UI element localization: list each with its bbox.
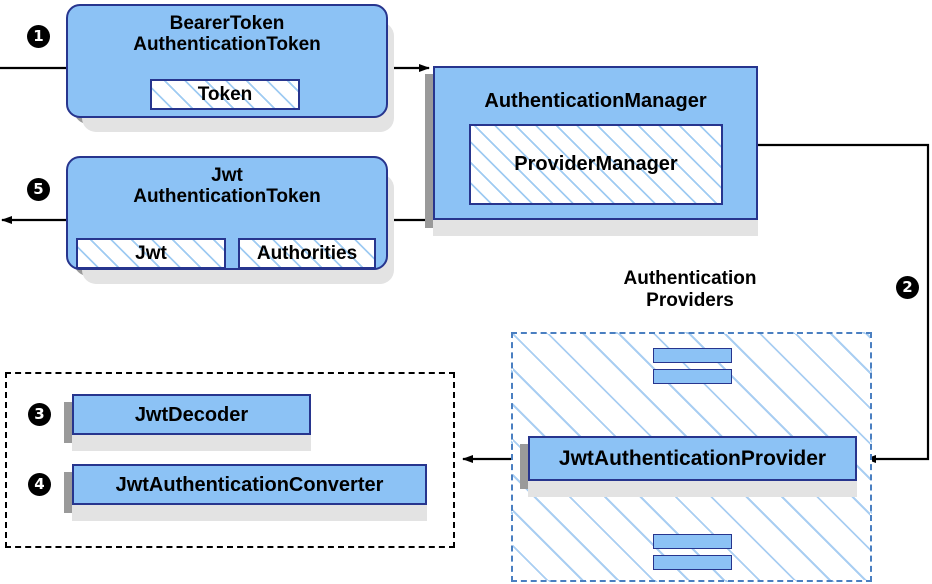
step-badge-1: 1 — [27, 25, 50, 48]
authentication-providers-caption-line1: Authentication — [623, 268, 757, 289]
other-provider-bar-top-1 — [653, 348, 732, 363]
jwt-token-title-line1: Jwt — [211, 165, 243, 186]
authentication-providers-caption: Authentication Providers — [560, 268, 820, 312]
jwt-decoder-node[interactable]: JwtDecoder — [72, 394, 311, 435]
step-badge-5: 5 — [27, 178, 50, 201]
bearer-token-field-token: Token — [150, 79, 300, 110]
bearer-token-title-line1: BearerToken — [169, 13, 285, 34]
jwt-token-field-jwt: Jwt — [76, 238, 226, 269]
jwt-helpers-group — [5, 372, 455, 548]
authentication-providers-caption-line2: Providers — [646, 289, 734, 311]
bearer-token-field-token-label: Token — [197, 83, 253, 105]
jwt-authentication-provider-node[interactable]: JwtAuthenticationProvider — [528, 436, 857, 481]
jwt-authentication-provider-label: JwtAuthenticationProvider — [558, 447, 827, 470]
provider-manager-label: ProviderManager — [514, 153, 678, 175]
jwt-decoder-label: JwtDecoder — [134, 404, 249, 426]
jwt-authentication-converter-label: JwtAuthenticationConverter — [115, 474, 384, 496]
jwt-token-title-line2: AuthenticationToken — [133, 186, 321, 208]
jwt-token-field-authorities-label: Authorities — [256, 242, 358, 264]
jwt-authentication-converter-node[interactable]: JwtAuthenticationConverter — [72, 464, 427, 505]
jwt-token-field-authorities: Authorities — [238, 238, 376, 269]
other-provider-bar-bottom-2 — [653, 555, 732, 570]
other-provider-bar-top-2 — [653, 369, 732, 384]
step-badge-2: 2 — [896, 276, 919, 299]
bearer-token-title-line2: AuthenticationToken — [133, 34, 321, 56]
authentication-manager-title: AuthenticationManager — [484, 90, 707, 112]
other-provider-bar-bottom-1 — [653, 534, 732, 549]
step-badge-3: 3 — [28, 403, 51, 426]
authentication-manager-field-provider-manager: ProviderManager — [469, 124, 723, 205]
jwt-token-field-jwt-label: Jwt — [135, 242, 167, 264]
step-badge-4: 4 — [28, 473, 51, 496]
